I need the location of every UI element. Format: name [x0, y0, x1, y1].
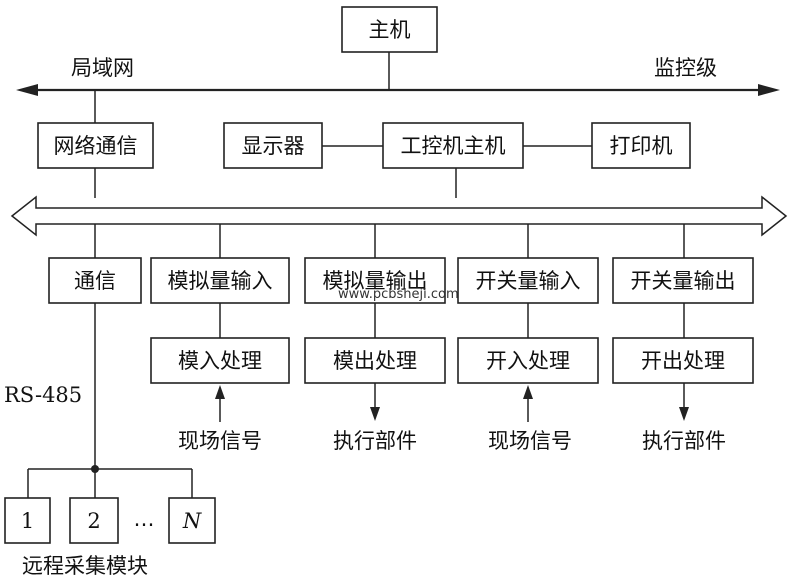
- digital-in-io-label: 现场信号: [488, 429, 572, 453]
- system-bus-icon: [10, 195, 788, 237]
- remote-ellipsis: …: [134, 507, 155, 531]
- display-label: 显示器: [242, 134, 305, 158]
- digital-in-proc-label: 开入处理: [486, 349, 570, 373]
- digital-in-module-label: 开关量输入: [476, 269, 581, 293]
- analog-out-proc-label: 模出处理: [333, 349, 417, 373]
- digital-in-module-box: [457, 257, 599, 304]
- comm-module-label: 通信: [74, 269, 116, 293]
- analog-in-io-label: 现场信号: [178, 429, 262, 453]
- monitor-level-label: 监控级: [654, 56, 717, 80]
- analog-in-proc-label: 模入处理: [178, 349, 262, 373]
- analog-in-module-box: [150, 257, 290, 304]
- network-comm-label: 网络通信: [54, 134, 138, 158]
- digital-out-module-box: [612, 257, 754, 304]
- printer-label: 打印机: [610, 134, 673, 158]
- lan-label: 局域网: [71, 56, 134, 80]
- ipc-host-label: 工控机主机: [401, 134, 506, 158]
- digital-out-module-label: 开关量输出: [631, 269, 736, 293]
- lan-left-arrow-icon: [16, 84, 38, 96]
- network-comm-box: [37, 122, 154, 169]
- printer-box: [591, 122, 691, 169]
- analog-in-module-label: 模拟量输入: [168, 269, 273, 293]
- display-box: [223, 122, 323, 169]
- host-label: 主机: [369, 18, 411, 42]
- lan-right-arrow-icon: [758, 84, 780, 96]
- digital-out-io-label: 执行部件: [642, 429, 726, 453]
- remote-node-1-box: [4, 497, 51, 544]
- remote-node-1-label: 1: [21, 509, 34, 533]
- watermark-text: www.pcbsheji.com: [338, 287, 459, 302]
- digital-out-proc-label: 开出处理: [641, 349, 725, 373]
- remote-node-n-label: N: [182, 509, 202, 533]
- analog-out-module-box: [304, 257, 446, 304]
- analog-in-proc-box: [150, 337, 290, 384]
- analog-out-down-arrow-icon: [370, 407, 380, 421]
- digital-out-proc-box: [612, 337, 754, 384]
- analog-out-proc-box: [304, 337, 446, 384]
- analog-in-up-arrow-icon: [215, 385, 225, 399]
- analog-out-module-label: 模拟量输出: [323, 269, 428, 293]
- analog-out-io-label: 执行部件: [333, 429, 417, 453]
- digital-out-down-arrow-icon: [679, 407, 689, 421]
- remote-node-n-box: [168, 497, 216, 544]
- remote-node-2-box: [69, 497, 119, 544]
- rs485-label: RS-485: [4, 383, 82, 407]
- digital-in-up-arrow-icon: [523, 385, 533, 399]
- host-box: [341, 6, 438, 53]
- remote-modules-label: 远程采集模块: [22, 554, 148, 578]
- remote-node-2-label: 2: [87, 509, 100, 533]
- digital-in-proc-box: [457, 337, 599, 384]
